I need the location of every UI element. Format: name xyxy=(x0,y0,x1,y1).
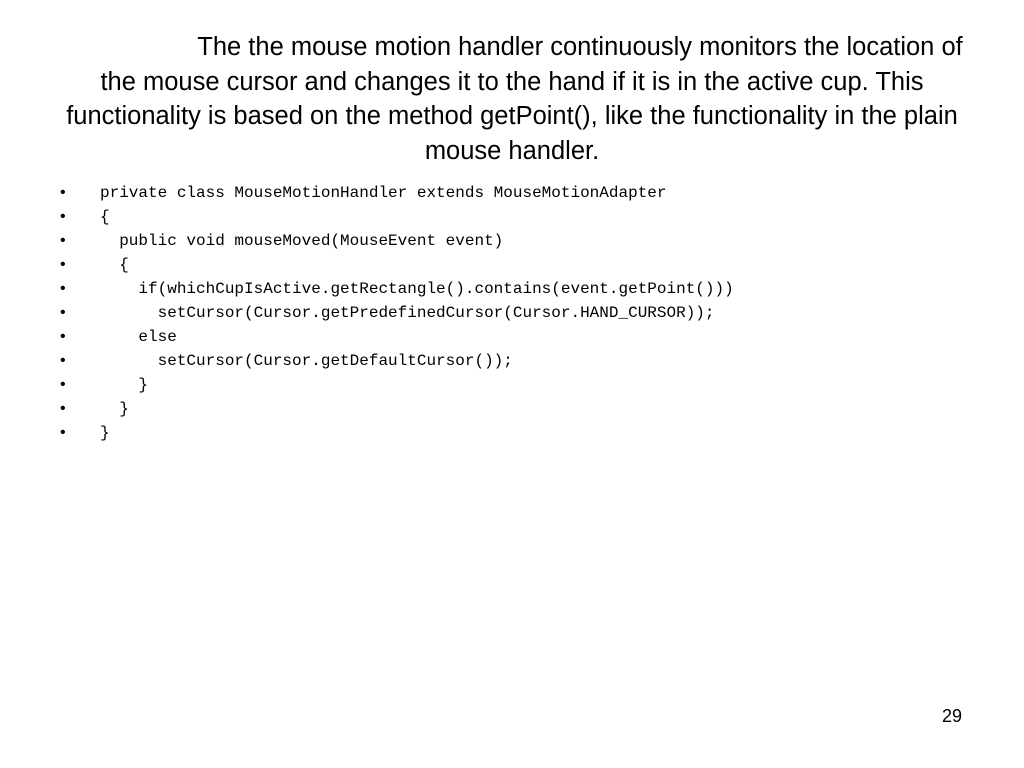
bullet-icon: • xyxy=(60,256,66,273)
code-text: setCursor(Cursor.getPredefinedCursor(Cur… xyxy=(100,304,715,322)
bullet-icon: • xyxy=(60,352,66,369)
code-line: • setCursor(Cursor.getDefaultCursor()); xyxy=(60,349,734,373)
page-number: 29 xyxy=(941,706,962,726)
bullet-icon: • xyxy=(60,328,66,345)
code-text: setCursor(Cursor.getDefaultCursor()); xyxy=(100,352,513,370)
bullet-icon: • xyxy=(60,304,66,321)
bullet-icon: • xyxy=(60,400,66,417)
code-line: • private class MouseMotionHandler extend… xyxy=(60,181,734,205)
code-text: } xyxy=(100,376,149,394)
bullet-icon: • xyxy=(60,376,66,393)
code-line: • { xyxy=(60,253,734,277)
bullet-icon: • xyxy=(60,280,66,297)
code-text: if(whichCupIsActive.getRectangle().conta… xyxy=(100,280,734,298)
code-line: •{ xyxy=(60,205,734,229)
code-line: • } xyxy=(60,397,734,421)
code-text: else xyxy=(100,328,177,346)
bullet-icon: • xyxy=(60,424,66,441)
code-line: • public void mouseMoved(MouseEvent even… xyxy=(60,229,734,253)
bullet-icon: • xyxy=(60,184,66,201)
code-line: • else xyxy=(60,325,734,349)
code-line: • setCursor(Cursor.getPredefinedCursor(C… xyxy=(60,301,734,325)
code-listing: • private class MouseMotionHandler extend… xyxy=(60,181,734,445)
code-text: { xyxy=(100,256,129,274)
bullet-icon: • xyxy=(60,208,66,225)
code-text: private class MouseMotionHandler extends… xyxy=(100,184,667,202)
code-line: • if(whichCupIsActive.getRectangle().con… xyxy=(60,277,734,301)
slide-title: The the mouse motion handler continuousl… xyxy=(66,33,963,165)
code-text: } xyxy=(100,424,110,442)
code-line: • } xyxy=(60,373,734,397)
code-text: public void mouseMoved(MouseEvent event) xyxy=(100,232,504,250)
code-text: } xyxy=(100,400,129,418)
code-line: •} xyxy=(60,421,734,445)
code-text: { xyxy=(100,208,110,226)
bullet-icon: • xyxy=(60,232,66,249)
